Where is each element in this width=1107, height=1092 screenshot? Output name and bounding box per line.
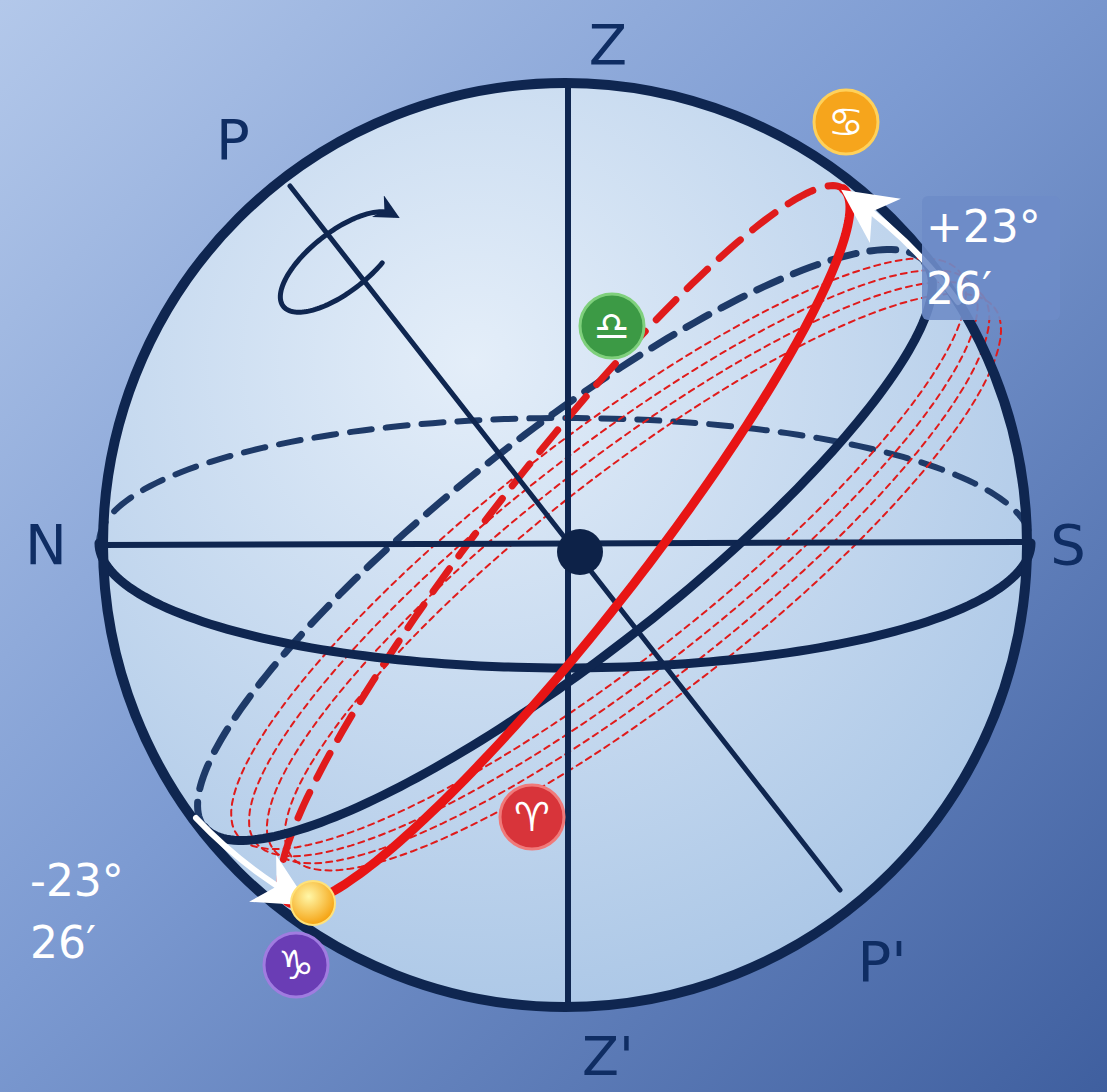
- daily-path-circle: [249, 270, 978, 856]
- daily-path-circle: [231, 258, 966, 849]
- cancer-sign: ♋: [812, 88, 880, 156]
- sun-symbol: [291, 881, 335, 925]
- zodiac-symbol: ♋: [828, 99, 864, 145]
- equator-back: [198, 250, 926, 827]
- aries-sign: ♈: [498, 783, 566, 851]
- declination-label: +23° 26′: [922, 196, 1060, 320]
- sign-disc: [814, 90, 878, 154]
- pole-label: P: [216, 109, 250, 171]
- ecliptic-front: [287, 189, 850, 905]
- nadir-label: Z': [582, 1027, 634, 1086]
- declination-arrow: [196, 818, 300, 900]
- zenith-label: Z: [589, 14, 627, 76]
- celestial-sphere-outline: [103, 83, 1027, 1007]
- rotation-arrow: [280, 212, 393, 312]
- equator-front: [204, 263, 932, 840]
- pole-label: P': [857, 931, 906, 993]
- daily-path-circle: [267, 282, 989, 864]
- sign-disc: [264, 933, 328, 997]
- zodiac-symbol: ♑: [278, 942, 314, 988]
- observer-dot: [557, 529, 603, 575]
- zodiac-symbol: ♈: [514, 794, 550, 840]
- sign-disc: [580, 294, 644, 358]
- declination-label: -23° 26′: [30, 850, 160, 974]
- zodiac-symbol: ♎: [594, 303, 630, 349]
- capricorn-sign: ♑: [262, 931, 330, 999]
- polar-axis: [290, 186, 840, 890]
- north-label: N: [25, 514, 67, 576]
- libra-sign: ♎: [578, 292, 646, 360]
- sign-disc: [500, 785, 564, 849]
- south-label: S: [1050, 514, 1086, 576]
